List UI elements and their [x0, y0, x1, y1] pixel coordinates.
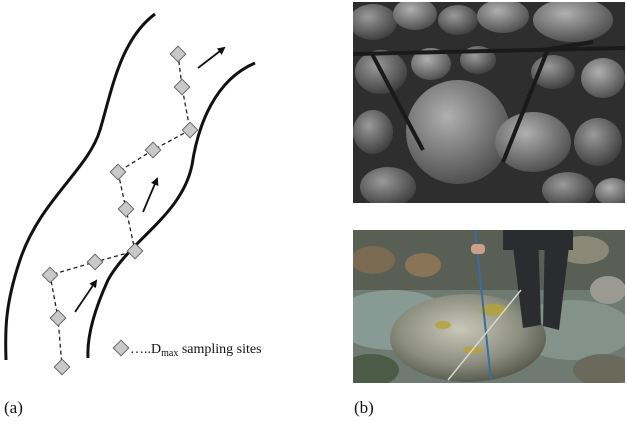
legend-dots: ….. [130, 342, 151, 357]
diamond-marker-icon [173, 78, 191, 96]
flow-arrow-icon [74, 279, 98, 313]
sampling-sites [41, 45, 199, 376]
photo-boulders-frame [353, 2, 625, 203]
legend-d: D [151, 342, 161, 357]
flow-arrow-icon [197, 46, 226, 69]
legend-tail: sampling sites [178, 342, 261, 357]
legend-d-subscript: max [161, 348, 178, 359]
diamond-marker-icon [86, 253, 104, 271]
river-channel-diagram: …..Dmax sampling sites [4, 12, 262, 376]
diamond-marker-icon [169, 45, 187, 63]
measuring-rod [474, 230, 492, 381]
diamond-marker-icon [109, 163, 127, 181]
diamond-marker-icon [49, 309, 67, 327]
river-bank-left [4, 12, 156, 361]
measuring-frame [353, 40, 625, 163]
panel-label-b: (b) [354, 398, 374, 417]
legend: …..Dmax sampling sites [112, 339, 262, 359]
background-stones [353, 236, 625, 383]
river-bank-right [86, 61, 256, 359]
measuring-tape [447, 289, 522, 381]
mossy-boulder [390, 294, 546, 382]
flow-arrow-icon [142, 177, 159, 213]
diamond-marker-icon [126, 242, 144, 260]
legend-label: …..Dmax sampling sites [130, 342, 262, 359]
diamond-marker-icon [112, 339, 130, 357]
diamond-marker-icon [53, 358, 71, 376]
person-legs [503, 230, 573, 330]
photo-stream-measurement [353, 230, 625, 383]
diamond-marker-icon [117, 200, 135, 218]
diamond-marker-icon [41, 266, 59, 284]
panel-label-a: (a) [4, 398, 23, 417]
diamond-marker-icon [181, 121, 199, 139]
hands [471, 244, 485, 254]
diamond-marker-icon [144, 141, 162, 159]
